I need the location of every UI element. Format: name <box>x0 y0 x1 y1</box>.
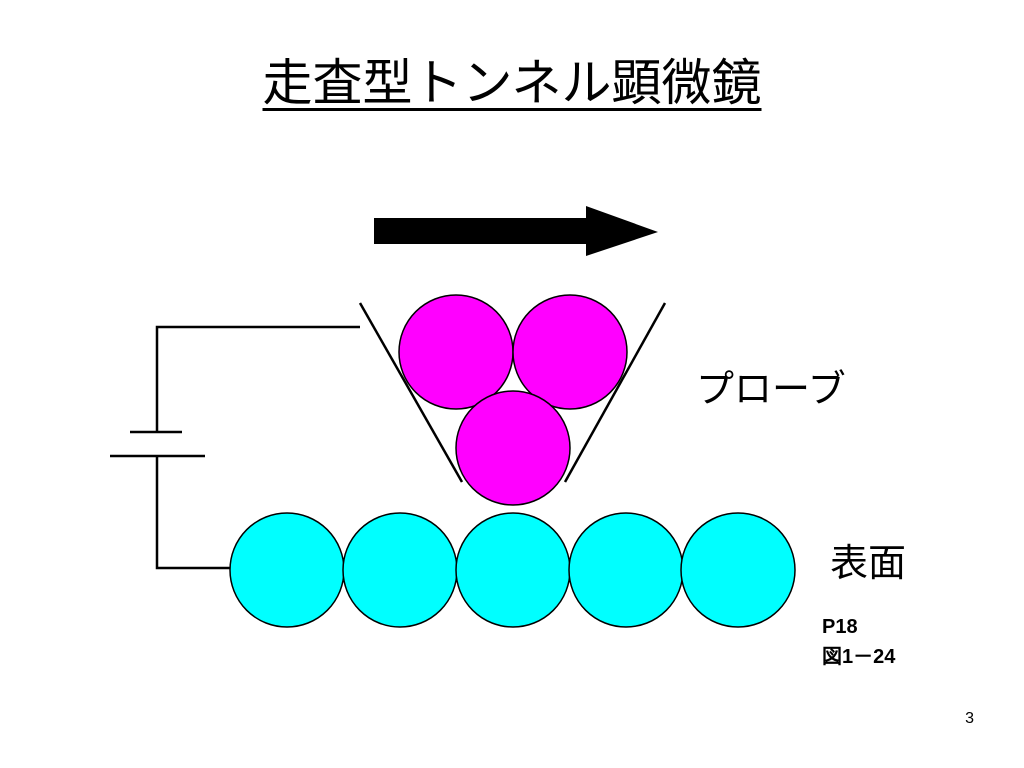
surface-atom <box>680 512 796 628</box>
probe-label: プローブ <box>696 367 846 411</box>
surface-atom <box>568 512 684 628</box>
slide-title-text: 走査型トンネル顕微鏡 <box>262 54 762 112</box>
slide-title: 走査型トンネル顕微鏡 <box>0 48 1024 118</box>
surface-atom <box>342 512 458 628</box>
reference-figure: 図1－24 <box>822 646 896 668</box>
circuit-wire-top <box>155 325 360 432</box>
reference-page: P18 <box>822 616 858 638</box>
circuit-wire-bottom <box>155 456 232 570</box>
page-number: 3 <box>965 710 974 727</box>
surface-atom <box>229 512 345 628</box>
probe-tip-right-edge <box>563 302 667 483</box>
figure-reference: P18 図1－24 <box>822 612 895 672</box>
scan-direction-arrow <box>374 206 658 256</box>
probe-atom <box>455 390 571 506</box>
probe-atom <box>398 294 514 410</box>
surface-label: 表面 <box>830 541 907 585</box>
surface-atom <box>455 512 571 628</box>
probe-tip-left-edge <box>358 302 464 483</box>
probe-atom <box>512 294 628 410</box>
